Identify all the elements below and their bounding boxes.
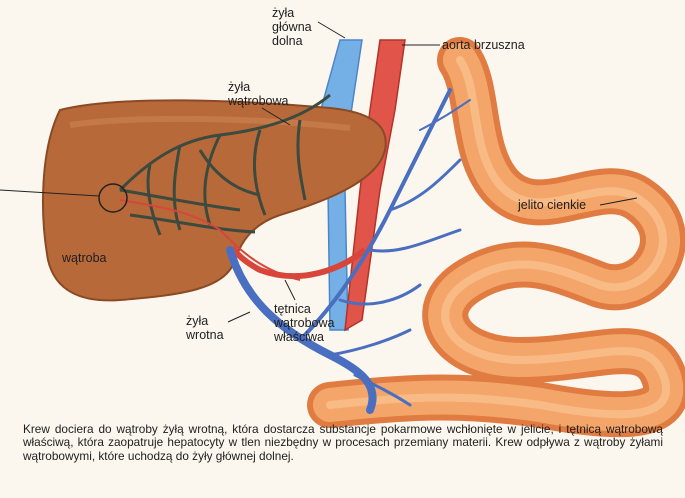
label-hepatic-vein: żyła wątrobowa	[228, 80, 288, 108]
label-portal-vein: żyła wrotna	[186, 314, 224, 342]
leader-portal-vein	[228, 312, 250, 322]
label-vena-cava: żyła główna dolna	[272, 6, 312, 48]
label-hepatic-artery: tętnica wątrobowa właściwa	[274, 302, 334, 344]
label-small-intestine: jelito cienkie	[518, 198, 586, 212]
caption: Krew dociera do wątroby żyłą wrotną, któ…	[23, 423, 663, 463]
leader-hepatic-artery	[285, 280, 295, 300]
label-aorta: aorta brzuszna	[442, 38, 525, 52]
label-liver: wątroba	[62, 251, 106, 265]
leader-vena-cava	[318, 22, 345, 38]
